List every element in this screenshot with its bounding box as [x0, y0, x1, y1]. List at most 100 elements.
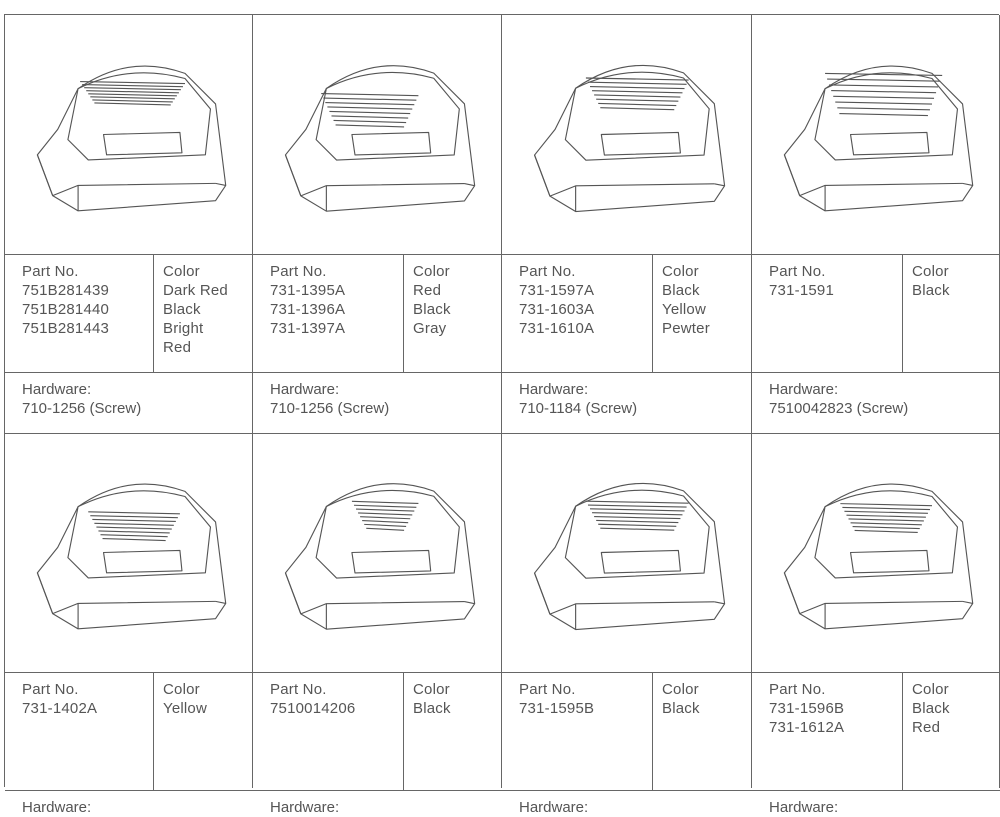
grille-line — [598, 523, 677, 527]
cover-drawing — [36, 483, 227, 630]
grille-line — [585, 500, 689, 504]
grille-line — [592, 90, 683, 94]
cover-drawing — [36, 65, 227, 212]
part-number: 731-1396A — [270, 301, 346, 318]
grille-line — [94, 102, 171, 106]
hardware-block: Hardware:7510042823 (Screw) — [769, 380, 908, 418]
hardware-label: Hardware: — [270, 381, 340, 398]
grille-line — [592, 512, 683, 516]
color-value: Bright — [163, 320, 204, 337]
part-number-column: Part No.731-1595B — [519, 680, 594, 718]
grille-line — [366, 527, 405, 531]
grille-line — [356, 508, 415, 512]
part-number: 731-1402A — [22, 700, 98, 717]
hardware-label: Hardware: — [769, 799, 839, 816]
info-divider — [652, 672, 653, 790]
grid-line — [5, 672, 1000, 673]
part-illustration — [764, 445, 988, 660]
color-value: Black — [912, 700, 950, 717]
part-number-column: Part No.731-1402A — [22, 680, 97, 718]
grille-line — [839, 112, 928, 117]
color-label: Color — [912, 681, 949, 698]
part-no-label: Part No. — [769, 263, 826, 280]
color-label: Color — [163, 263, 200, 280]
color-value: Black — [662, 700, 700, 717]
grille-line — [80, 80, 186, 85]
cover-drawing — [533, 64, 726, 213]
color-value: Black — [662, 282, 700, 299]
grille-line — [360, 516, 411, 520]
grille-line — [335, 124, 405, 128]
color-value: Black — [912, 282, 950, 299]
grille-line — [835, 101, 933, 105]
hardware-label: Hardware: — [22, 381, 92, 398]
part-number: 731-1596B — [769, 700, 845, 717]
grille-line — [327, 106, 413, 110]
part-number-column: Part No.731-1591 — [769, 262, 834, 300]
hardware-block: Hardware:710-1256 (Screw) — [22, 380, 141, 418]
grille-line — [98, 530, 170, 534]
part-number: 731-1397A — [270, 320, 346, 337]
grille-line — [854, 529, 918, 534]
hardware-block: Hardware: — [769, 798, 838, 817]
part-illustration — [514, 445, 740, 660]
grille-line — [321, 93, 419, 97]
grille-line — [102, 537, 166, 542]
part-illustration — [764, 27, 988, 242]
grille-line — [594, 94, 681, 98]
info-divider — [403, 254, 404, 372]
part-illustration — [265, 27, 490, 242]
grille-line — [84, 87, 181, 91]
color-label: Color — [413, 263, 450, 280]
grid-line — [5, 790, 1000, 791]
grid-line — [501, 15, 502, 788]
grille-line — [331, 115, 409, 119]
hardware-label: Hardware: — [519, 799, 589, 816]
info-divider — [902, 254, 903, 372]
cover-drawing — [783, 483, 974, 630]
grille-line — [840, 503, 933, 507]
hardware-block: Hardware: 710-1184 (Screw) — [519, 380, 637, 418]
part-number: 751B281443 — [22, 320, 110, 337]
grille-line — [590, 508, 685, 512]
grille-line — [831, 90, 937, 94]
hardware-value: 710-1184 (Screw) — [519, 400, 638, 417]
hardware-label: Hardware: — [519, 381, 589, 398]
color-value: Black — [413, 301, 451, 318]
color-value: Gray — [413, 320, 447, 337]
grille-line — [362, 520, 409, 524]
color-value: Black — [413, 700, 451, 717]
grille-line — [88, 93, 177, 97]
grille-line — [353, 504, 417, 508]
cover-drawing — [783, 65, 974, 212]
part-no-label: Part No. — [769, 681, 826, 698]
grille-line — [100, 534, 168, 538]
cover-drawing — [284, 483, 476, 630]
hardware-label: Hardware: — [22, 799, 92, 816]
color-value: Yellow — [662, 301, 707, 318]
part-no-label: Part No. — [270, 681, 327, 698]
hardware-label: Hardware: — [270, 799, 340, 816]
grille-line — [600, 527, 675, 531]
part-no-label: Part No. — [519, 681, 576, 698]
grille-line — [842, 506, 930, 511]
part-number: 731-1597A — [519, 282, 595, 299]
grid-line — [5, 433, 1000, 434]
grille-line — [600, 107, 675, 111]
grille-line — [598, 102, 677, 107]
part-illustration — [17, 27, 241, 242]
color-label: Color — [163, 681, 200, 698]
grille-line — [86, 90, 179, 94]
grille-line — [825, 72, 943, 77]
part-illustration — [514, 27, 740, 242]
